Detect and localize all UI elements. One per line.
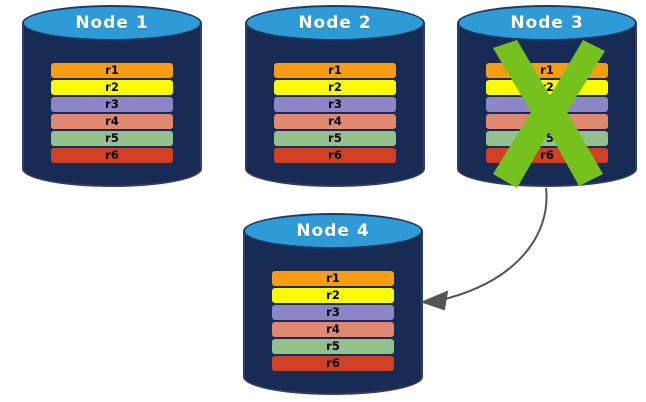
row-bar-label: r2 — [540, 79, 554, 94]
row-bar[interactable]: r4 — [485, 113, 609, 129]
row-bar-label: r2 — [105, 79, 119, 94]
row-bar[interactable]: r6 — [50, 147, 174, 163]
node-1-cylinder[interactable]: Node 1 r1 r2 r3 r4 r5 r6 — [22, 5, 202, 187]
row-bar-label: r1 — [540, 62, 554, 77]
row-bar-label: r3 — [326, 304, 340, 319]
row-bar-label: r5 — [105, 130, 119, 145]
row-bar[interactable]: r1 — [273, 62, 397, 78]
row-bar[interactable]: r5 — [50, 130, 174, 146]
cylinder-top: Node 2 — [245, 5, 425, 41]
node-1-rows: r1 r2 r3 r4 r5 r6 — [50, 62, 174, 163]
row-bar[interactable]: r3 — [485, 96, 609, 112]
row-bar[interactable]: r2 — [50, 79, 174, 95]
node-3-rows: r1 r2 r3 r4 r5 r6 — [485, 62, 609, 163]
row-bar[interactable]: r3 — [50, 96, 174, 112]
node-3-label: Node 3 — [510, 12, 584, 33]
row-bar[interactable]: r2 — [485, 79, 609, 95]
row-bar[interactable]: r5 — [273, 130, 397, 146]
cylinder-top: Node 1 — [22, 5, 202, 41]
node-4-rows: r1 r2 r3 r4 r5 r6 — [271, 270, 395, 371]
row-bar-label: r3 — [328, 96, 342, 111]
row-bar-label: r5 — [328, 130, 342, 145]
row-bar-label: r5 — [540, 130, 554, 145]
row-bar-label: r3 — [540, 96, 554, 111]
node-1-label: Node 1 — [75, 12, 149, 33]
node-2-cylinder[interactable]: Node 2 r1 r2 r3 r4 r5 r6 — [245, 5, 425, 187]
row-bar-label: r2 — [328, 79, 342, 94]
cylinder-top: Node 3 — [457, 5, 637, 41]
row-bar-label: r2 — [326, 287, 340, 302]
cylinder-top: Node 4 — [243, 213, 423, 249]
row-bar[interactable]: r4 — [271, 321, 395, 337]
row-bar-label: r6 — [105, 147, 119, 162]
row-bar-label: r4 — [105, 113, 119, 128]
row-bar-label: r4 — [540, 113, 554, 128]
row-bar-label: r1 — [105, 62, 119, 77]
row-bar[interactable]: r2 — [271, 287, 395, 303]
row-bar-label: r3 — [105, 96, 119, 111]
row-bar[interactable]: r2 — [273, 79, 397, 95]
node-3-cylinder[interactable]: Node 3 r1 r2 r3 r4 r5 r6 — [457, 5, 637, 187]
row-bar-label: r5 — [326, 338, 340, 353]
row-bar[interactable]: r5 — [485, 130, 609, 146]
row-bar[interactable]: r1 — [271, 270, 395, 286]
row-bar[interactable]: r4 — [273, 113, 397, 129]
row-bar[interactable]: r1 — [485, 62, 609, 78]
node-2-label: Node 2 — [298, 12, 372, 33]
row-bar[interactable]: r3 — [273, 96, 397, 112]
row-bar[interactable]: r6 — [273, 147, 397, 163]
node-2-rows: r1 r2 r3 r4 r5 r6 — [273, 62, 397, 163]
row-bar-label: r1 — [328, 62, 342, 77]
row-bar[interactable]: r1 — [50, 62, 174, 78]
row-bar[interactable]: r6 — [485, 147, 609, 163]
row-bar-label: r6 — [326, 355, 340, 370]
row-bar-label: r6 — [328, 147, 342, 162]
row-bar[interactable]: r3 — [271, 304, 395, 320]
row-bar[interactable]: r5 — [271, 338, 395, 354]
node-4-cylinder[interactable]: Node 4 r1 r2 r3 r4 r5 r6 — [243, 213, 423, 395]
row-bar-label: r4 — [326, 321, 340, 336]
row-bar-label: r4 — [328, 113, 342, 128]
row-bar[interactable]: r6 — [271, 355, 395, 371]
node-4-label: Node 4 — [296, 220, 370, 241]
row-bar[interactable]: r4 — [50, 113, 174, 129]
row-bar-label: r6 — [540, 147, 554, 162]
row-bar-label: r1 — [326, 270, 340, 285]
